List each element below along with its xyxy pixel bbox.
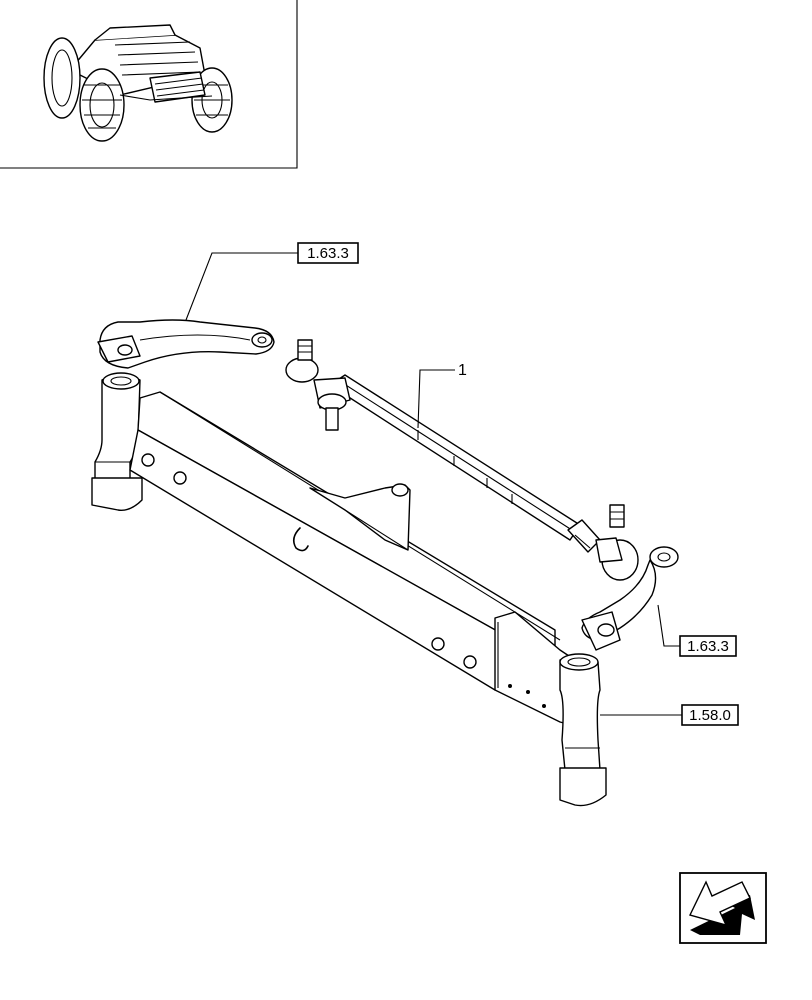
tie-rod — [285, 339, 639, 581]
ref-label-bottom: 1.58.0 — [689, 707, 731, 724]
ref-box-top[interactable]: 1.63.3 — [297, 242, 359, 264]
callout-label-1: 1 — [458, 362, 467, 379]
kingpin-housing-right — [559, 653, 607, 807]
tractor-icon — [43, 24, 233, 142]
ref-box-bottom[interactable]: 1.58.0 — [681, 704, 739, 726]
tractor-thumbnail — [0, 0, 298, 169]
pivot-bracket — [309, 483, 411, 551]
arrow-down-left-icon[interactable] — [679, 872, 767, 944]
steering-arm-left — [97, 319, 275, 369]
callout-part-1[interactable]: 1 — [417, 362, 467, 429]
axle-beam — [129, 391, 591, 731]
ref-box-right[interactable]: 1.63.3 — [679, 635, 737, 657]
ref-label-top: 1.63.3 — [307, 245, 349, 262]
leader-top — [185, 252, 298, 321]
kingpin-housing-left — [91, 372, 143, 511]
ref-label-right: 1.63.3 — [687, 638, 729, 655]
leader-right — [657, 604, 680, 647]
steering-arm-right — [581, 546, 679, 651]
